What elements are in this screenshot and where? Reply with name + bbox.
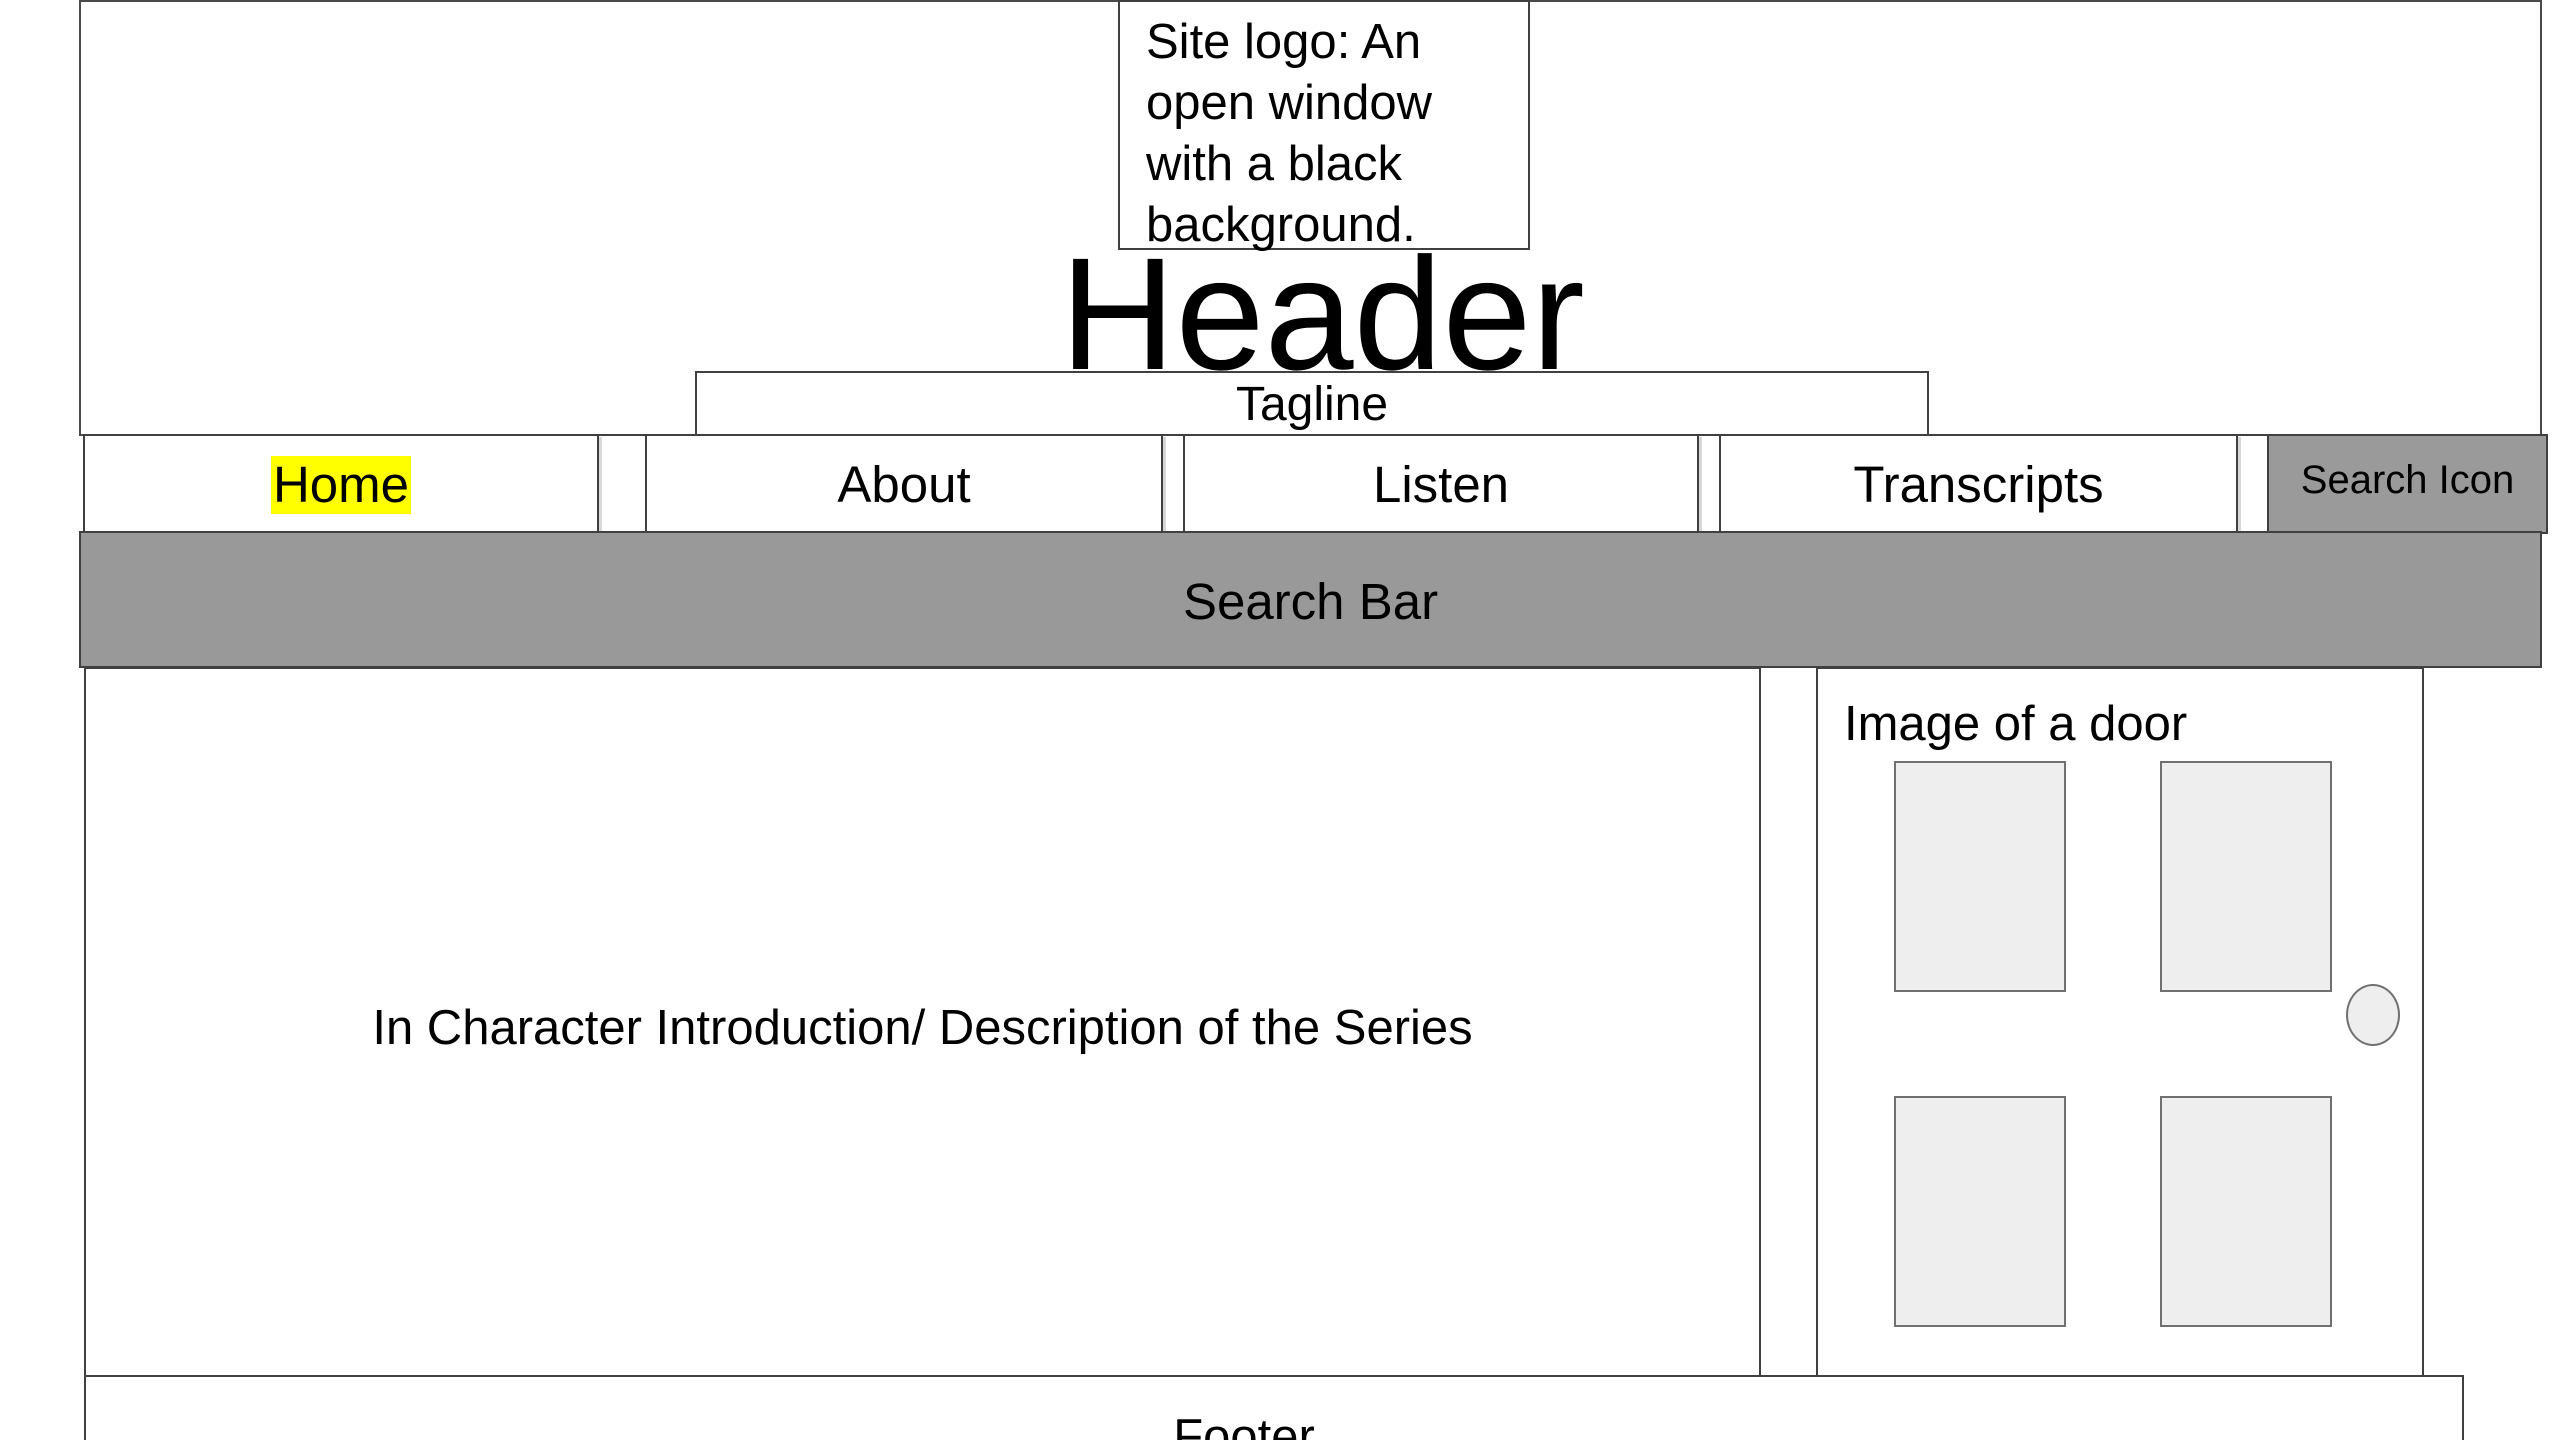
nav-tab-label: About (837, 456, 971, 513)
site-logo-description: Site logo: An open window with a black b… (1146, 15, 1433, 252)
nav-separator (2236, 434, 2270, 534)
door-panel (2160, 761, 2332, 992)
search-icon-label: Search Icon (2300, 458, 2515, 502)
nav-tab-label: Transcripts (1853, 456, 2104, 513)
nav-separator (1697, 434, 1721, 534)
main-navigation: Home About Listen Transcripts Search Ico… (79, 434, 2548, 534)
nav-separator (597, 434, 647, 534)
door-panel (2160, 1096, 2332, 1327)
footer: Footer (84, 1375, 2464, 1440)
door-panel (1894, 761, 2066, 992)
door-image-placeholder: Image of a door (1816, 667, 2424, 1396)
nav-tab-label: Listen (1372, 456, 1510, 513)
site-logo-placeholder[interactable]: Site logo: An open window with a black b… (1118, 0, 1530, 252)
series-intro-text: In Character Introduction/ Description o… (372, 1001, 1473, 1055)
nav-tab-home[interactable]: Home (83, 434, 599, 534)
nav-tab-label: Home (270, 456, 412, 514)
tagline-text: Tagline (1235, 378, 1389, 431)
nav-tab-transcripts[interactable]: Transcripts (1719, 434, 2238, 534)
search-bar[interactable]: Search Bar (79, 531, 2542, 668)
door-panel (1894, 1096, 2066, 1327)
series-intro-panel: In Character Introduction/ Description o… (84, 667, 1761, 1396)
nav-separator (1161, 434, 1185, 534)
footer-label: Footer (1173, 1410, 1315, 1440)
nav-tab-about[interactable]: About (645, 434, 1163, 534)
tagline-box: Tagline (695, 371, 1929, 437)
nav-tab-listen[interactable]: Listen (1183, 434, 1699, 534)
door-knob-icon (2346, 984, 2400, 1046)
header-title: Header (1060, 224, 1585, 403)
search-icon[interactable]: Search Icon (2267, 434, 2548, 534)
search-bar-label: Search Bar (1182, 573, 1439, 630)
door-image-caption: Image of a door (1844, 697, 2188, 751)
